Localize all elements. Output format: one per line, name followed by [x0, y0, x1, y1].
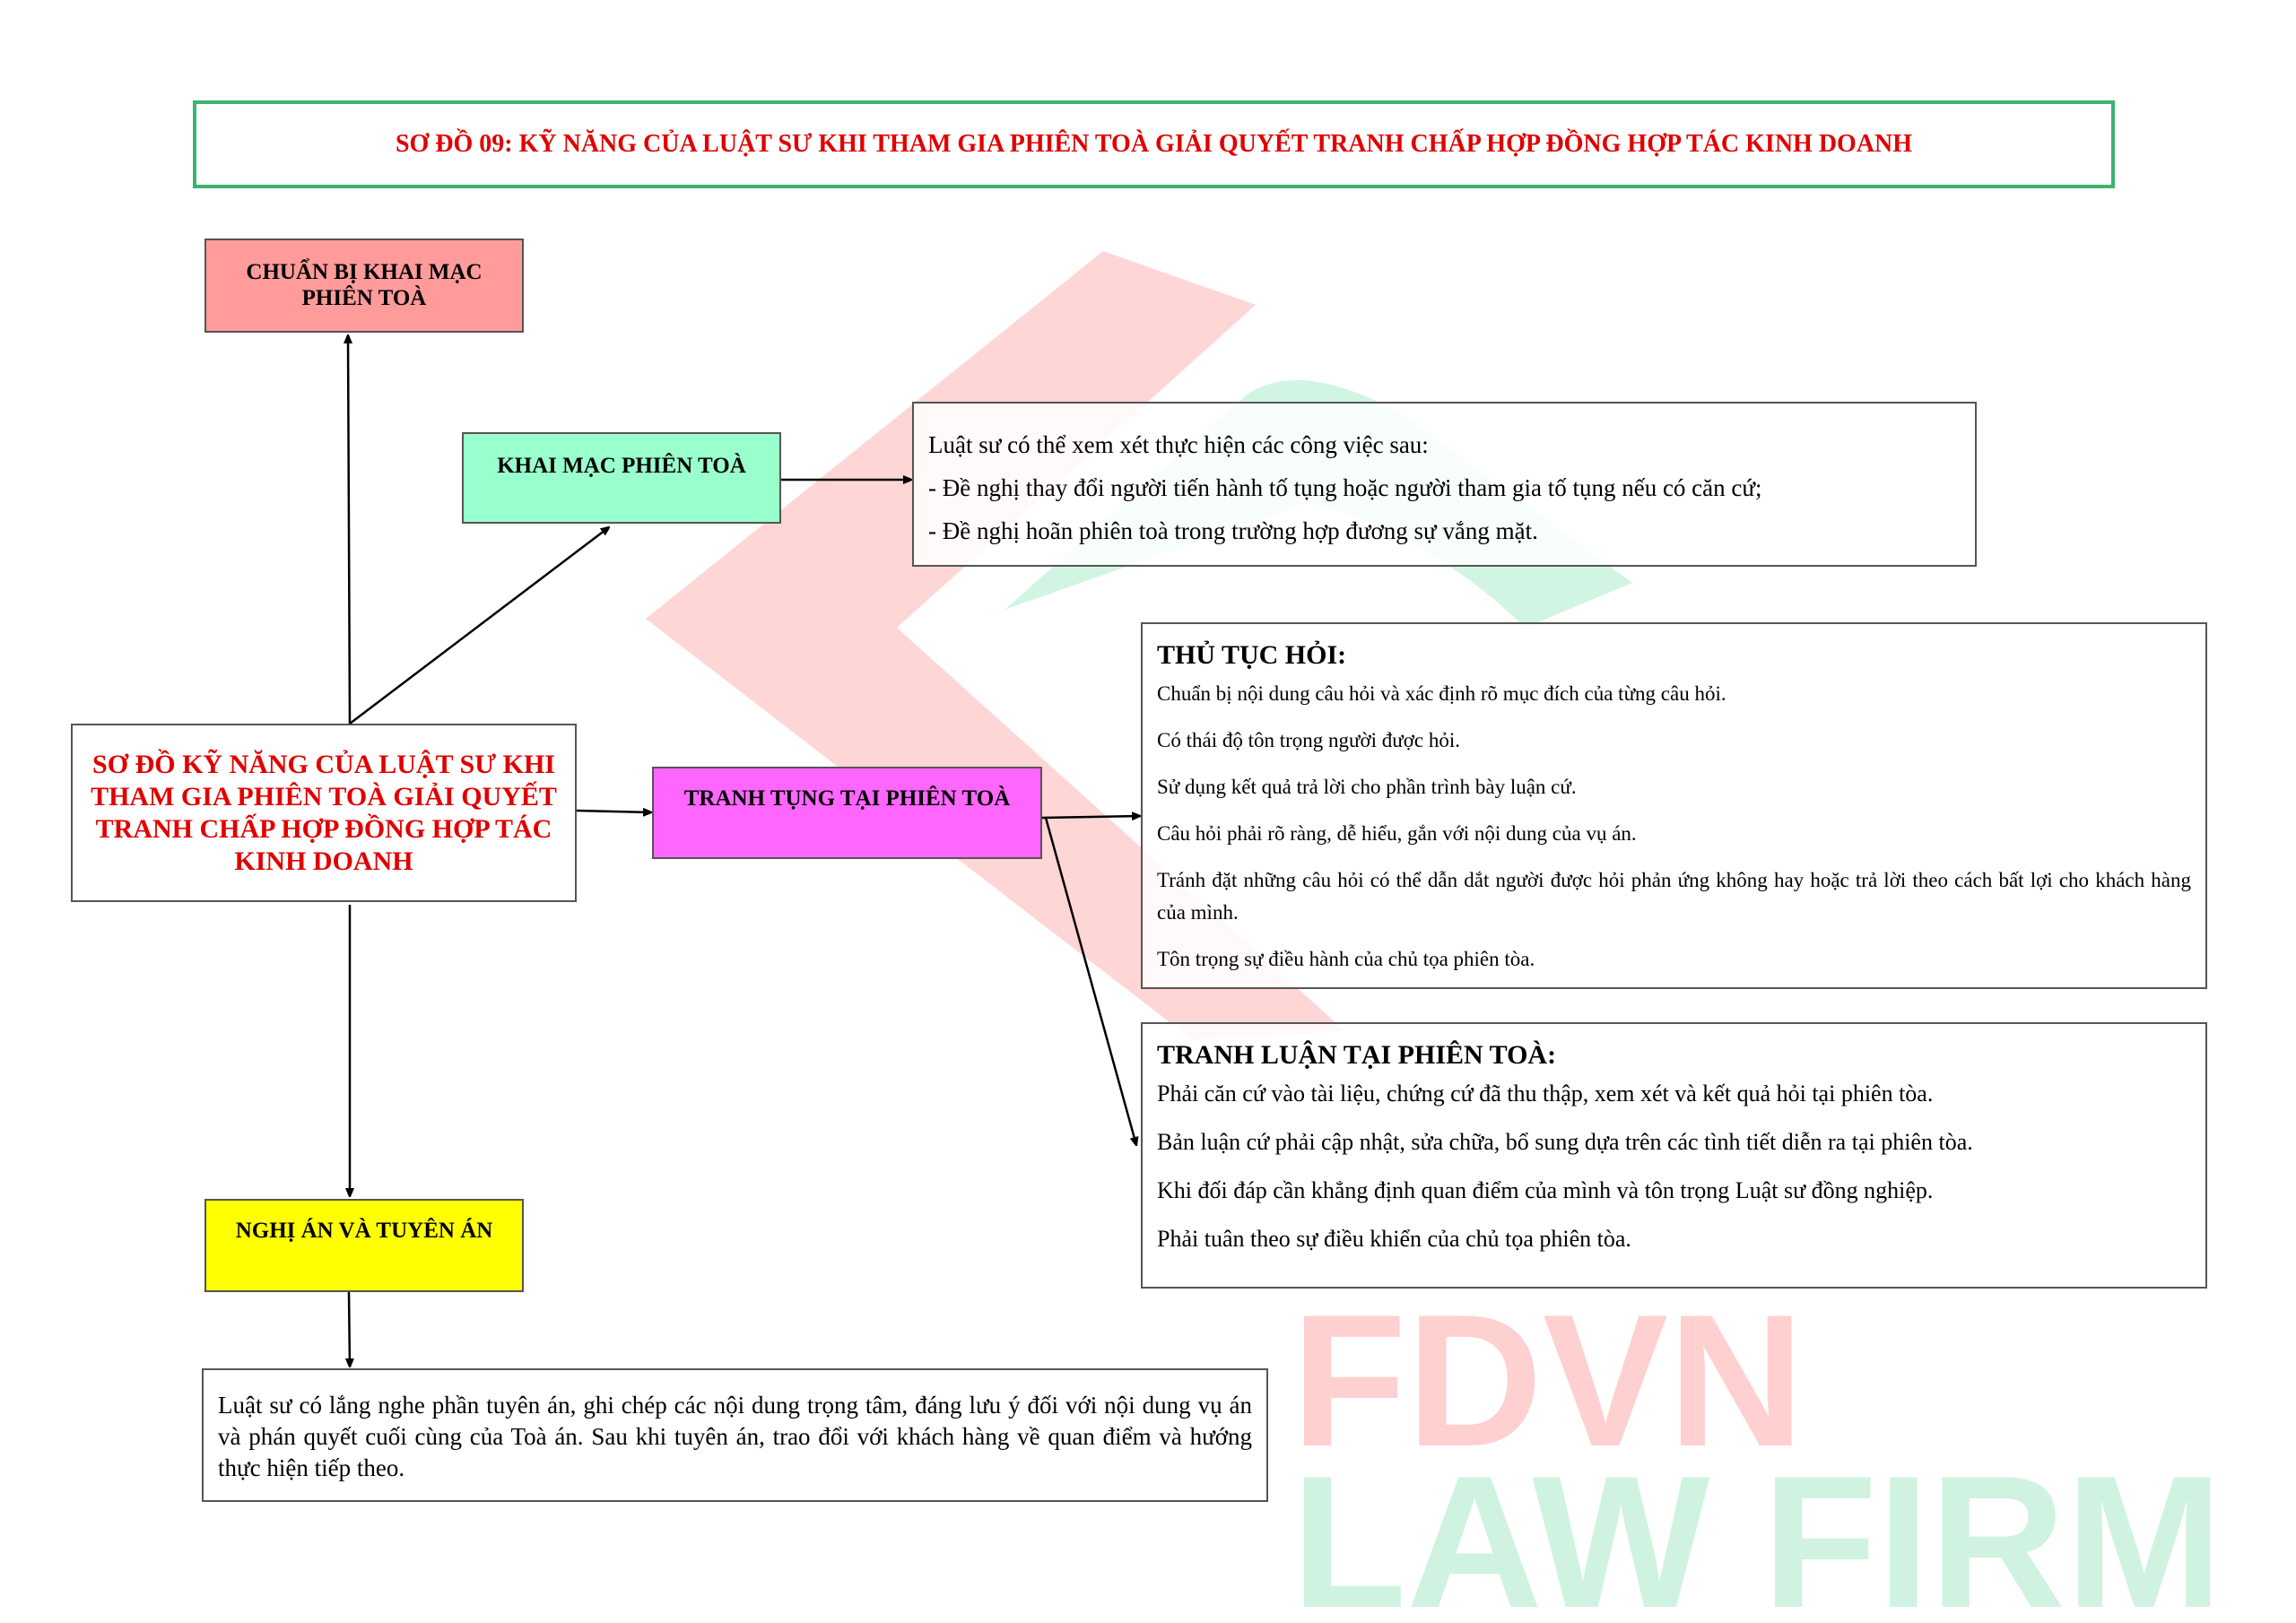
node-litigation: TRANH TỤNG TẠI PHIÊN TOÀ	[652, 767, 1042, 859]
debate-item: Khi đối đáp cần khẳng định quan điểm của…	[1157, 1177, 1934, 1203]
debate-item: Bản luận cứ phải cập nhật, sửa chữa, bổ …	[1157, 1129, 1973, 1155]
debate-heading: TRANH LUẬN TẠI PHIÊN TOÀ:	[1157, 1040, 1557, 1070]
diagram-title-text: SƠ ĐỒ 09: KỸ NĂNG CỦA LUẬT SƯ KHI THAM G…	[395, 130, 1913, 158]
opening-detail-line: - Đề nghị thay đổi người tiến hành tố tụ…	[928, 474, 1762, 501]
diagram-title: SƠ ĐỒ 09: KỸ NĂNG CỦA LUẬT SƯ KHI THAM G…	[193, 100, 2115, 188]
questioning-item: Tôn trọng sự điều hành của chủ tọa phiên…	[1157, 948, 1535, 970]
node-litigation-label: TRANH TỤNG TẠI PHIÊN TOÀ	[683, 786, 1011, 811]
questioning-item: Tránh đặt những câu hỏi có thể dẫn dắt n…	[1157, 869, 2191, 924]
opening-detail-line: - Đề nghị hoãn phiên toà trong trường hợ…	[928, 517, 1538, 544]
debate-item: Phải căn cứ vào tài liệu, chứng cứ đã th…	[1157, 1081, 1934, 1107]
node-prepare-label: CHUẨN BỊ KHAI MẠC PHIÊN TOÀ	[246, 259, 483, 310]
watermark-law-firm: LAW FIRM	[1292, 1436, 2222, 1623]
debate-item: Phải tuân theo sự điều khiển của chủ tọa…	[1157, 1226, 1631, 1252]
verdict-detail-text: Luật sư có lắng nghe phần tuyên án, ghi …	[218, 1392, 1252, 1481]
questioning-item: Sử dụng kết quả trả lời cho phần trình b…	[1157, 776, 1577, 798]
opening-detail-line: Luật sư có thể xem xét thực hiện các côn…	[928, 431, 1429, 458]
questioning-item: Có thái độ tôn trọng người được hỏi.	[1157, 729, 1461, 751]
node-prepare: CHUẨN BỊ KHAI MẠC PHIÊN TOÀ	[204, 239, 524, 333]
opening-detail-box: Luật sư có thể xem xét thực hiện các côn…	[912, 402, 1977, 567]
node-center-label: SƠ ĐỒ KỸ NĂNG CỦA LUẬT SƯ KHI THAM GIA P…	[91, 749, 557, 876]
questioning-item: Câu hỏi phải rõ ràng, dễ hiểu, gắn với n…	[1157, 822, 1637, 845]
node-verdict: NGHỊ ÁN VÀ TUYÊN ÁN	[204, 1199, 524, 1292]
node-center: SƠ ĐỒ KỸ NĂNG CỦA LUẬT SƯ KHI THAM GIA P…	[71, 724, 577, 902]
questioning-item: Chuẩn bị nội dung câu hỏi và xác định rõ…	[1157, 682, 1726, 705]
questioning-box: THỦ TỤC HỎI: Chuẩn bị nội dung câu hỏi v…	[1141, 622, 2207, 989]
watermark-fdvn: FDVN	[1292, 1275, 1805, 1486]
debate-box: TRANH LUẬN TẠI PHIÊN TOÀ: Phải căn cứ và…	[1141, 1022, 2207, 1289]
node-verdict-label: NGHỊ ÁN VÀ TUYÊN ÁN	[235, 1219, 493, 1243]
questioning-heading: THỦ TỤC HỎI:	[1157, 640, 1347, 670]
node-opening: KHAI MẠC PHIÊN TOÀ	[462, 432, 781, 524]
node-opening-label: KHAI MẠC PHIÊN TOÀ	[497, 454, 746, 478]
verdict-detail-box: Luật sư có lắng nghe phần tuyên án, ghi …	[202, 1368, 1268, 1502]
